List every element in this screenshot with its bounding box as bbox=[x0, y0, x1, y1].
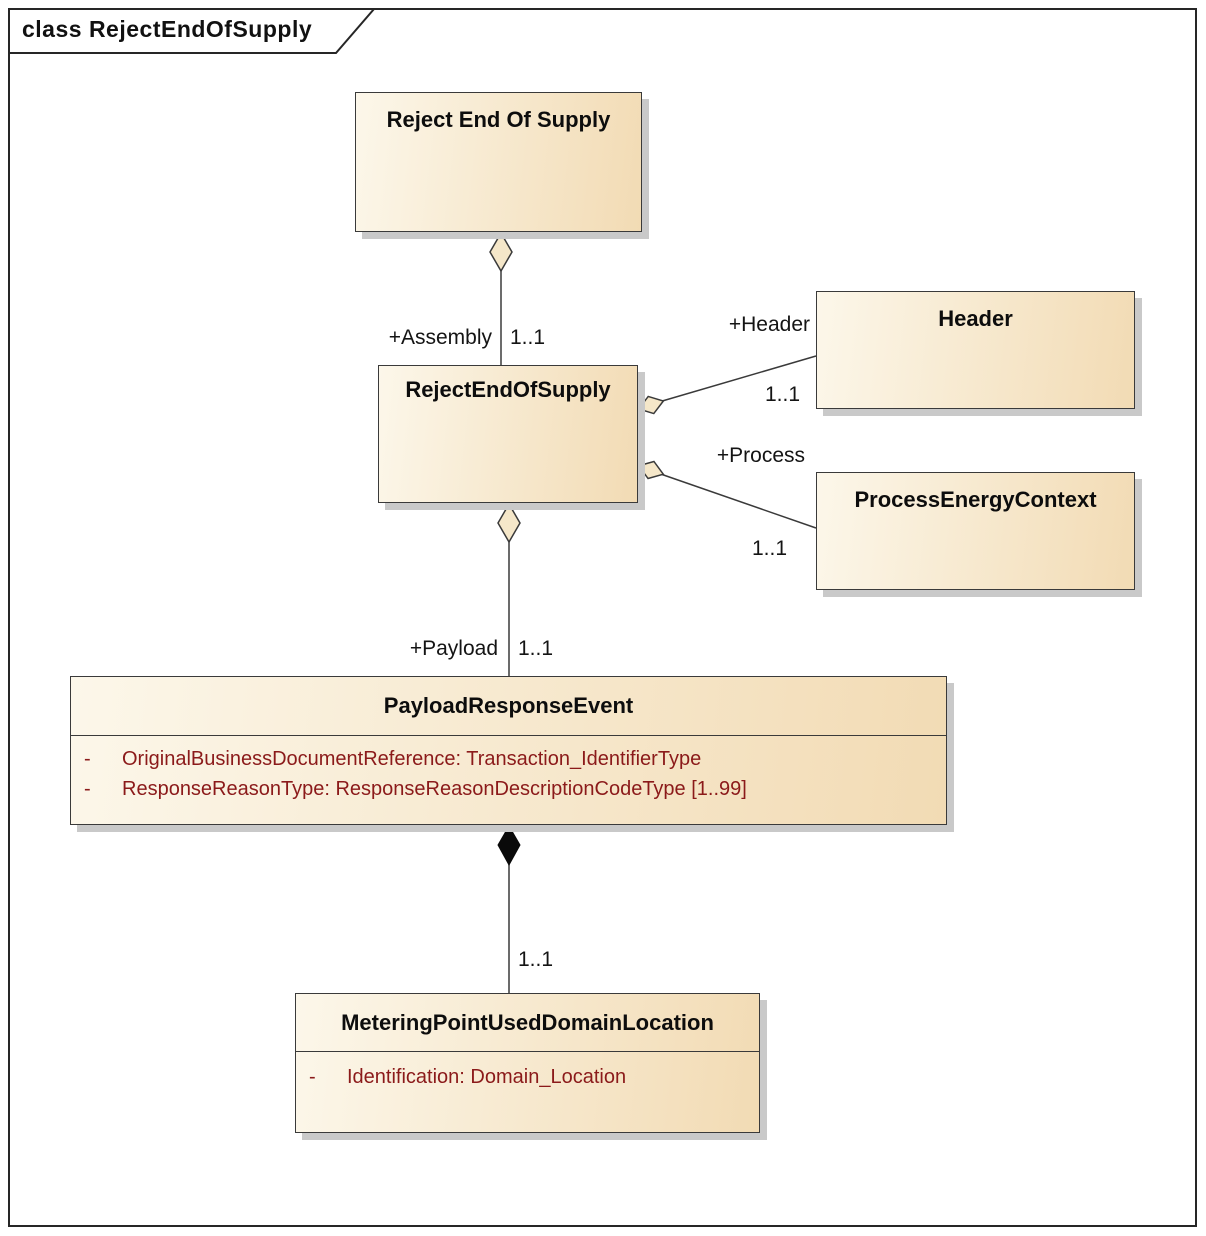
class-box-reject-end-of-supply[interactable]: Reject End Of Supply bbox=[355, 92, 642, 232]
attribute-text: Identification: Domain_Location bbox=[347, 1066, 627, 1088]
role-label-process: +Process bbox=[716, 444, 805, 467]
attribute-row[interactable]: - ResponseReasonType: ResponseReasonDesc… bbox=[71, 774, 946, 804]
class-title: ProcessEnergyContext bbox=[854, 487, 1097, 512]
attribute-text: ResponseReasonType: ResponseReasonDescri… bbox=[122, 778, 747, 800]
diagram-frame-tab bbox=[8, 8, 377, 54]
visibility-marker: - bbox=[84, 778, 91, 800]
multiplicity-label-composition: 1..1 bbox=[518, 948, 554, 971]
attribute-row[interactable]: - OriginalBusinessDocumentReference: Tra… bbox=[71, 744, 946, 774]
role-label-header: +Header bbox=[728, 313, 810, 336]
multiplicity-label-process: 1..1 bbox=[752, 537, 788, 560]
aggregation-diamond-payload[interactable] bbox=[497, 502, 521, 544]
class-box-processenergycontext[interactable]: ProcessEnergyContext bbox=[816, 472, 1135, 590]
role-label-assembly: +Assembly bbox=[388, 326, 492, 349]
class-title: Header bbox=[938, 306, 1013, 331]
class-box-payloadresponseevent[interactable]: PayloadResponseEvent - OriginalBusinessD… bbox=[70, 676, 947, 825]
diagram-title: class RejectEndOfSupply bbox=[22, 16, 313, 42]
aggregation-diamond-process[interactable] bbox=[636, 457, 666, 482]
class-title: PayloadResponseEvent bbox=[383, 693, 634, 718]
class-title: MeteringPointUsedDomainLocation bbox=[341, 1009, 714, 1035]
visibility-marker: - bbox=[84, 748, 91, 770]
attribute-compartment: - OriginalBusinessDocumentReference: Tra… bbox=[71, 735, 946, 825]
class-title: RejectEndOfSupply bbox=[405, 377, 611, 402]
attribute-text: OriginalBusinessDocumentReference: Trans… bbox=[122, 748, 702, 770]
connector-header[interactable] bbox=[651, 355, 817, 405]
class-title: Reject End Of Supply bbox=[386, 107, 611, 132]
role-label-payload: +Payload bbox=[409, 637, 498, 660]
connector-process[interactable] bbox=[651, 470, 817, 529]
class-box-header[interactable]: Header bbox=[816, 291, 1135, 409]
attribute-compartment: - Identification: Domain_Location bbox=[296, 1051, 759, 1133]
multiplicity-label-payload: 1..1 bbox=[518, 637, 554, 660]
visibility-marker: - bbox=[309, 1066, 316, 1088]
multiplicity-label-header: 1..1 bbox=[765, 383, 801, 406]
diagram-frame bbox=[8, 8, 1197, 1227]
aggregation-diamond-header[interactable] bbox=[636, 392, 666, 417]
multiplicity-label-assembly: 1..1 bbox=[510, 326, 546, 349]
attribute-row[interactable]: - Identification: Domain_Location bbox=[296, 1062, 759, 1092]
class-box-meteringpointuseddomainlocation[interactable]: MeteringPointUsedDomainLocation - Identi… bbox=[295, 993, 760, 1133]
composition-diamond[interactable] bbox=[497, 825, 521, 867]
class-box-rejectendofsupply[interactable]: RejectEndOfSupply bbox=[378, 365, 638, 503]
aggregation-diamond-assembly[interactable] bbox=[489, 231, 513, 273]
